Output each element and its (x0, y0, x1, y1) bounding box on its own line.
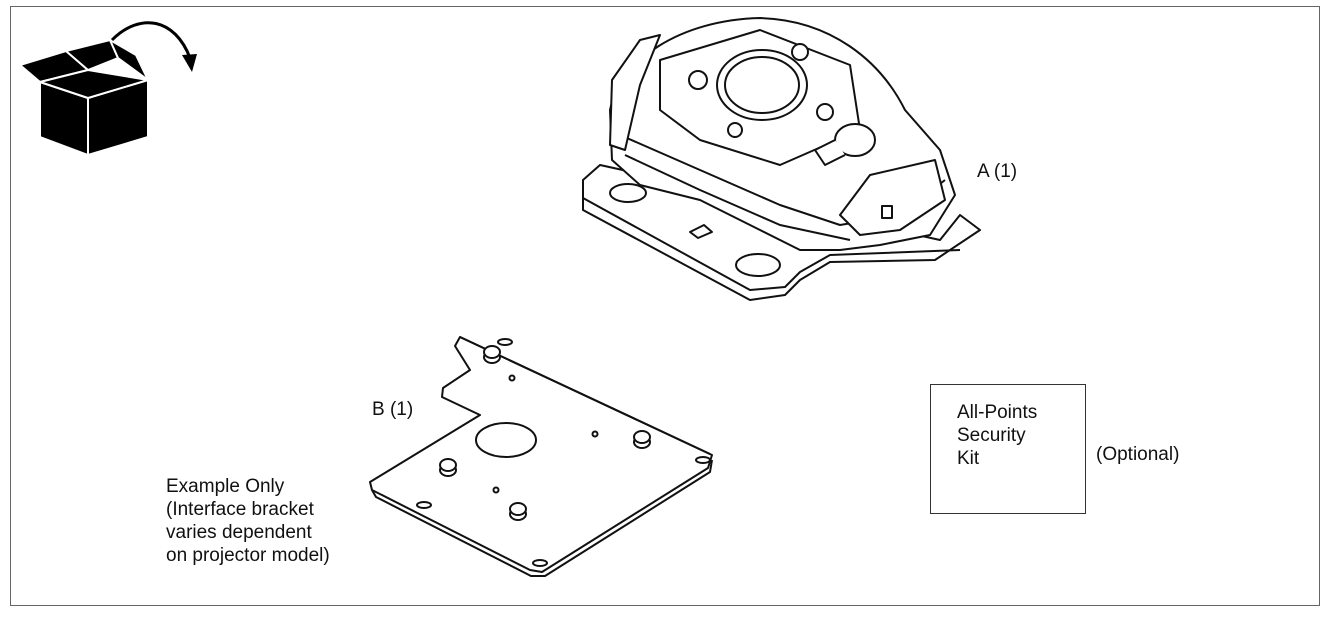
mount-label: A (1) (977, 161, 1018, 182)
bracket-label: B (1) (372, 399, 414, 420)
security-kit-box (930, 384, 1086, 514)
example-note: Example Only (Interface bracket varies d… (166, 475, 330, 567)
optional-label: (Optional) (1096, 444, 1180, 465)
arrowhead-icon (182, 54, 197, 72)
example-note-line: Example Only (166, 476, 285, 497)
bracket-screws (439, 345, 651, 521)
box-body (19, 39, 149, 156)
kit-line: Kit (957, 448, 980, 469)
security-kit-label: All-Points Security Kit (957, 401, 1037, 470)
example-note-line: (Interface bracket (166, 499, 314, 520)
example-note-line: on projector model) (166, 545, 330, 566)
kit-line: All-Points (957, 402, 1038, 423)
kit-line: Security (957, 425, 1026, 446)
curved-arrow-icon (110, 21, 192, 59)
example-note-line: varies dependent (166, 522, 312, 543)
